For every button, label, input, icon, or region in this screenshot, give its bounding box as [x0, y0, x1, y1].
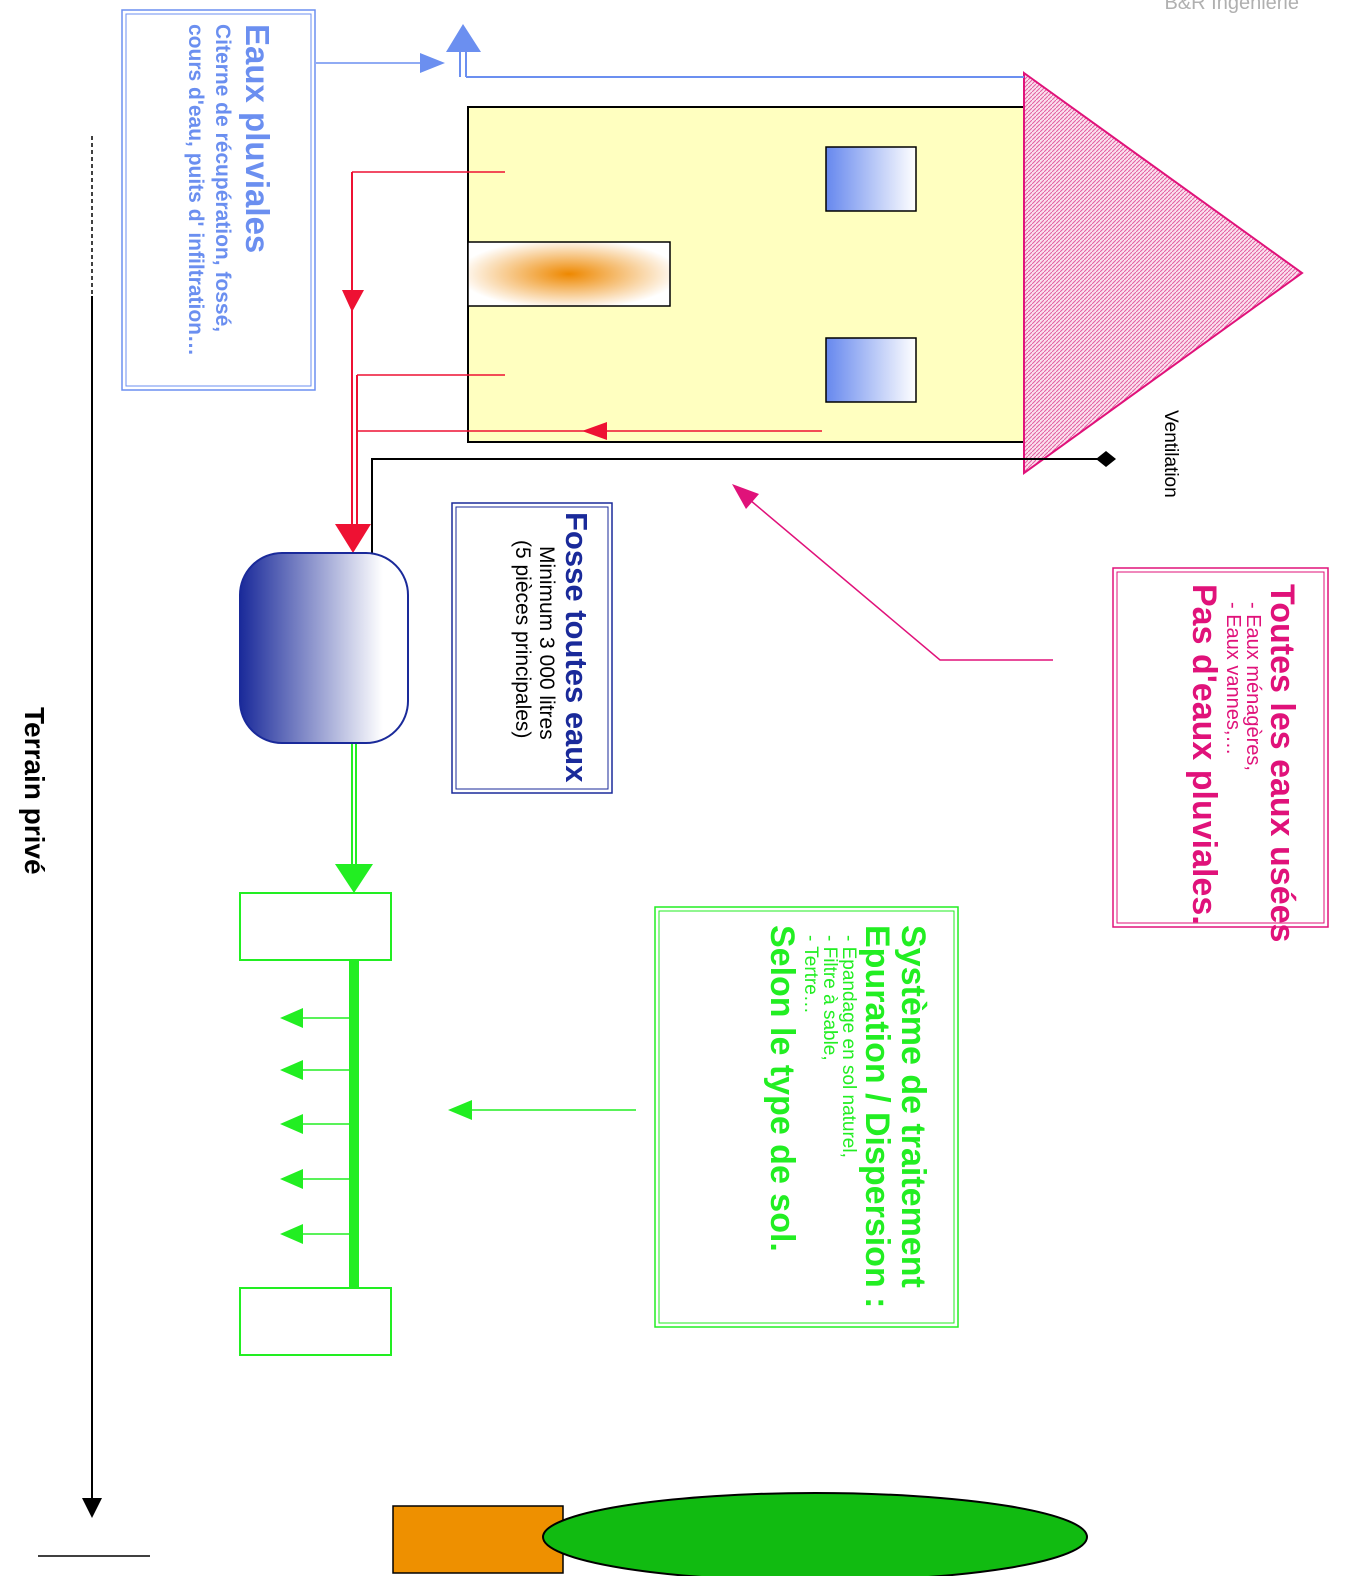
traitement-item1: - Epandage en sol naturel, — [838, 935, 859, 1158]
traitement-item3: - Tertre… — [800, 935, 821, 1014]
dispersion-arrows — [280, 1008, 350, 1244]
property-line — [38, 136, 150, 1557]
fosse-text: Fosse toutes eaux Minimum 3 000 litres (… — [511, 512, 594, 783]
fosse-line2: (5 pièces principales) — [511, 540, 534, 739]
eaux-usees-item1: - Eaux ménagères, — [1242, 602, 1264, 771]
traitement-box — [654, 906, 959, 1328]
fosse-title: Fosse toutes eaux — [559, 512, 594, 783]
company-name: B&R Ingénierie — [1164, 0, 1299, 14]
eaux-pluviales-text: Eaux pluviales Citerne de récupération, … — [184, 24, 276, 357]
house-roof — [1023, 71, 1304, 475]
eaux-pluviales-title: Eaux pluviales — [239, 24, 276, 254]
ventilation-label: Ventilation — [1160, 410, 1181, 498]
eaux-usees-item2: - Eaux vannes,… — [1222, 602, 1244, 756]
eaux-usees-footer: Pas d'eaux pluviales. — [1185, 584, 1223, 925]
traitement-text: Système de traitement Epuration / Disper… — [763, 925, 932, 1309]
fireplace — [467, 241, 671, 307]
distribution-box-bottom — [239, 1287, 392, 1356]
ventilation-pipe — [371, 451, 1116, 553]
terrain-label: Terrain privé — [19, 707, 50, 875]
eaux-pluviales-line1: Citerne de récupération, fossé, — [211, 24, 234, 333]
eaux-pluviales-box — [121, 9, 316, 391]
traitement-footer: Selon le type de sol. — [763, 925, 801, 1252]
fosse-box — [451, 502, 613, 794]
treatment-pointer — [448, 1100, 636, 1120]
eaux-usees-box — [1112, 567, 1329, 928]
tree-trunk — [392, 1505, 564, 1574]
tree-canopy — [542, 1492, 1088, 1576]
eaux-usees-pointer — [732, 484, 1053, 661]
septic-tank — [239, 552, 409, 744]
wastewater-pipe — [335, 171, 822, 553]
traitement-title1: Système de traitement — [894, 925, 932, 1288]
ventilation-label-wrap: Ventilation — [1160, 410, 1181, 498]
fosse-line1: Minimum 3 000 litres — [535, 546, 558, 740]
eaux-pluviales-line2: cours d'eau, puits d' infiltration… — [184, 24, 207, 357]
outflow-pipe — [335, 744, 373, 893]
traitement-title2: Epuration / Dispersion : — [858, 925, 896, 1309]
window-bottom — [825, 337, 917, 403]
window-top — [825, 146, 917, 212]
terrain-text: Terrain privé — [19, 707, 50, 875]
traitement-item2: - Filtre à sable, — [819, 935, 840, 1061]
rainwater-pipe — [316, 24, 1024, 78]
eaux-usees-text: Toutes les eaux usées - Eaux ménagères, … — [1185, 584, 1301, 943]
spreading-pipe — [349, 960, 359, 1288]
eaux-usees-title: Toutes les eaux usées — [1263, 584, 1301, 943]
distribution-box-top — [239, 892, 392, 961]
